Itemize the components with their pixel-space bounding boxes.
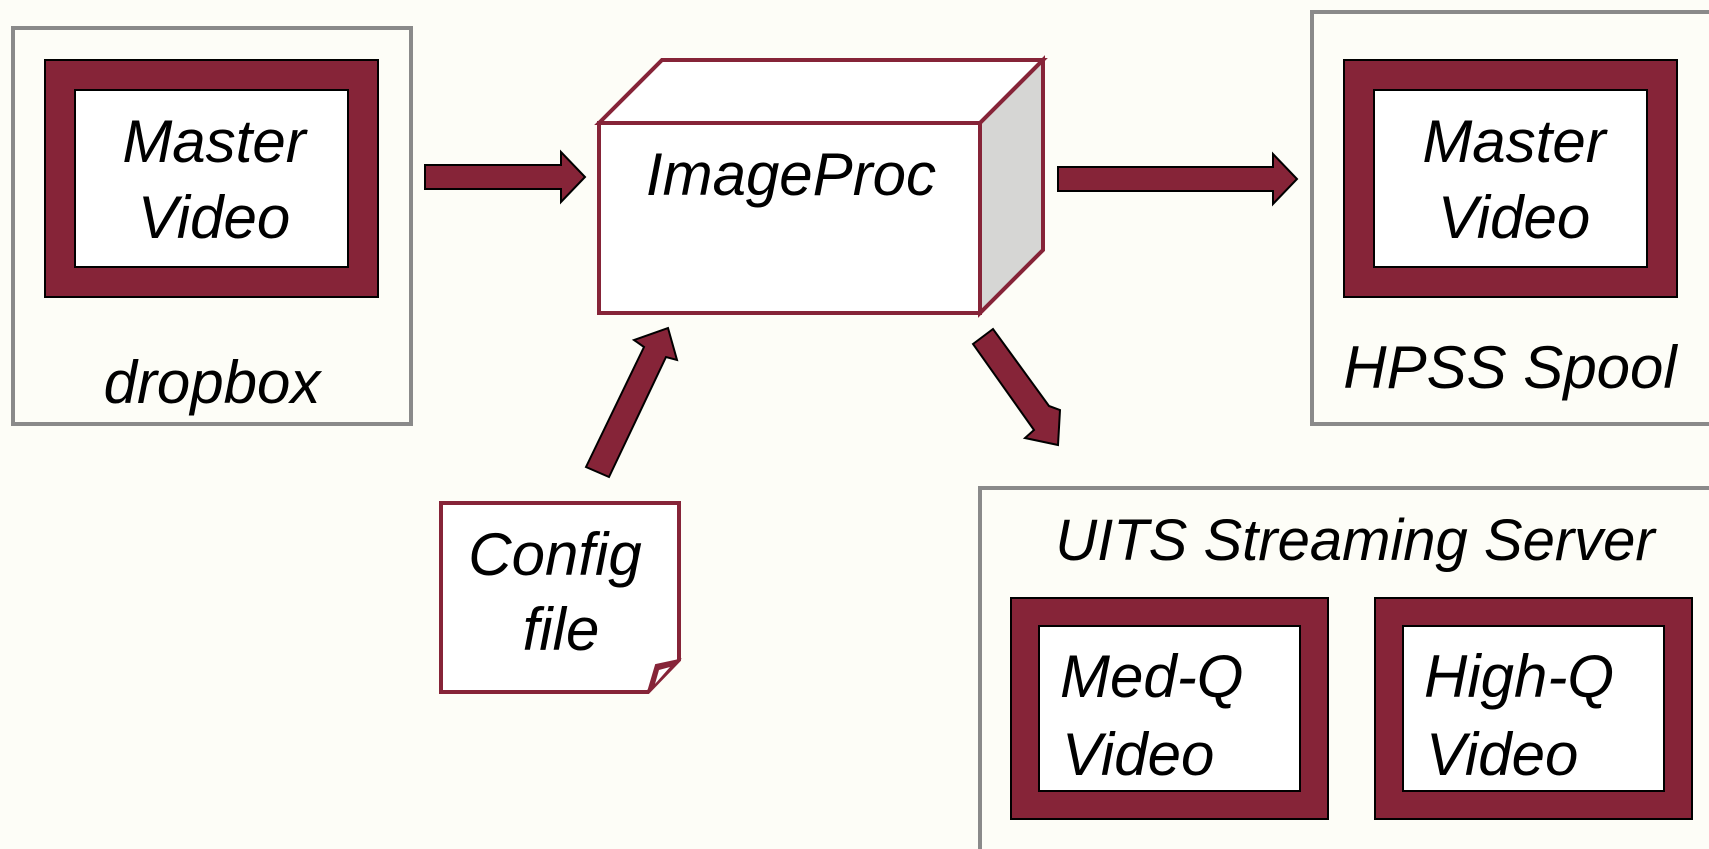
- config-file: Config file: [439, 501, 683, 694]
- arrow-config-to-imageproc: [584, 326, 679, 479]
- imageproc-box: ImageProc: [594, 55, 1048, 318]
- video-label-line1: Master: [1422, 108, 1607, 175]
- hpss-spool-container: Master Video HPSS Spool: [1310, 10, 1709, 426]
- video-inner: [1373, 89, 1648, 268]
- video-inner: [1402, 625, 1665, 792]
- config-file-fold-highlight: [655, 667, 670, 684]
- streaming-server-border: [978, 486, 1709, 849]
- video-inner: [1038, 625, 1301, 792]
- hpss-master-video: Master Video: [1343, 59, 1678, 298]
- arrow-dropbox-to-imageproc: [424, 149, 587, 205]
- streaming-server-container: UITS Streaming Server Med-Q Video High-Q…: [978, 486, 1709, 849]
- config-file-fold: [647, 658, 683, 693]
- dropbox-label: dropbox: [104, 349, 323, 416]
- video-label-line2: Video: [1438, 184, 1590, 251]
- video-label-line1: Med-Q: [1060, 643, 1243, 710]
- streaming-server-label: UITS Streaming Server: [1055, 508, 1657, 573]
- imageproc-front-face: [597, 121, 982, 315]
- config-file-label-line1: Config: [468, 521, 641, 588]
- dropbox-master-video: Master Video: [44, 59, 379, 298]
- video-label-line1: High-Q: [1424, 643, 1614, 710]
- hpss-spool-border: [1310, 10, 1709, 426]
- video-label-line2: Video: [1426, 721, 1578, 788]
- hpss-spool-label: HPSS Spool: [1343, 334, 1678, 401]
- dropbox-container: Master Video dropbox: [11, 26, 413, 426]
- med-q-video: Med-Q Video: [1010, 597, 1329, 820]
- video-label-line2: Video: [138, 184, 290, 251]
- dropbox-border: [11, 26, 413, 426]
- arrow-imageproc-to-streaming: [971, 327, 1062, 447]
- video-label-line2: Video: [1062, 721, 1214, 788]
- arrow-imageproc-to-hpss: [1057, 151, 1299, 207]
- imageproc-top-face: [594, 58, 1048, 125]
- imageproc-label: ImageProc: [646, 141, 936, 208]
- video-label-line1: Master: [122, 108, 307, 175]
- video-inner: [74, 89, 349, 268]
- config-file-label-line2: file: [523, 596, 600, 663]
- high-q-video: High-Q Video: [1374, 597, 1693, 820]
